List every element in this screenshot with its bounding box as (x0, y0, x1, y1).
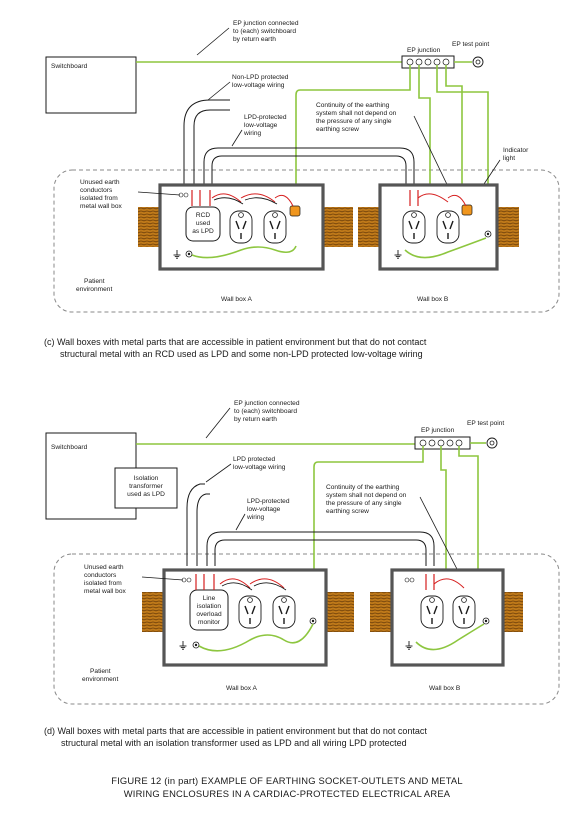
ep-junction-terminals (419, 439, 463, 447)
lpd-conduit (186, 483, 205, 566)
ep-test-point (472, 56, 484, 68)
isolation-transformer-box (114, 467, 178, 509)
timber-right-a (323, 207, 353, 247)
panel-c: Switchboard EP junction EP test point EP… (44, 20, 560, 359)
timber-right-a (326, 592, 354, 632)
earth-terminal-icon (178, 192, 189, 198)
ep-test-point-label: EP test point (467, 420, 504, 427)
timber-right-b (497, 207, 519, 247)
earth-screw-icon (309, 617, 317, 625)
lpd-conduit (206, 531, 435, 566)
earth-screw-icon (192, 641, 200, 649)
caption-d: (d) Wall boxes with metal parts that are… (44, 726, 427, 748)
socket-outlet-icon (263, 210, 287, 244)
ep-junction-label: EP junction (421, 427, 455, 434)
wall-box-a-label: Wall box A (221, 296, 253, 303)
indicator-light-icon (289, 205, 301, 217)
socket-outlet-icon (402, 210, 426, 244)
timber-left-b (358, 207, 380, 247)
caption-c: (c) Wall boxes with metal parts that are… (44, 337, 427, 359)
earth-screw-icon (482, 617, 490, 625)
wall-box-a-label: Wall box A (226, 685, 258, 692)
ep-junction-terminals (406, 58, 450, 66)
rcd-device (185, 206, 221, 242)
socket-outlet-icon (272, 595, 296, 629)
timber-right-b (503, 592, 523, 632)
switchboard-label: Switchboard (51, 444, 88, 451)
ep-junction-label: EP junction (407, 47, 441, 54)
timber-left-b (370, 592, 392, 632)
socket-outlet-icon (420, 595, 444, 629)
ep-test-point (486, 437, 498, 449)
earth-terminal-icon (404, 577, 415, 583)
switchboard-box (45, 56, 137, 114)
switchboard-label: Switchboard (51, 63, 88, 70)
earth-screw-icon (185, 250, 193, 258)
earth-terminal-icon (181, 577, 192, 583)
wall-box-b-label: Wall box B (429, 685, 461, 692)
socket-outlet-icon (238, 595, 262, 629)
indicator-light-icon (461, 204, 473, 216)
timber-left-a (142, 592, 164, 632)
wall-box-b-label: Wall box B (417, 296, 449, 303)
line-isolation-monitor (189, 589, 229, 631)
lpd-conduit (203, 147, 415, 188)
socket-outlet-icon (229, 210, 253, 244)
patient-environment-zone (53, 169, 560, 313)
socket-outlet-icon (452, 595, 476, 629)
non-lpd-conduit (183, 99, 230, 188)
figure-title: FIGURE 12 (in part) EXAMPLE OF EARTHING … (111, 775, 463, 799)
ep-test-point-label: EP test point (452, 41, 489, 48)
timber-left-a (138, 207, 160, 247)
wall-box-b (390, 568, 505, 667)
patient-environment-zone (53, 553, 560, 705)
earth-screw-icon (484, 230, 492, 238)
socket-outlet-icon (436, 210, 460, 244)
